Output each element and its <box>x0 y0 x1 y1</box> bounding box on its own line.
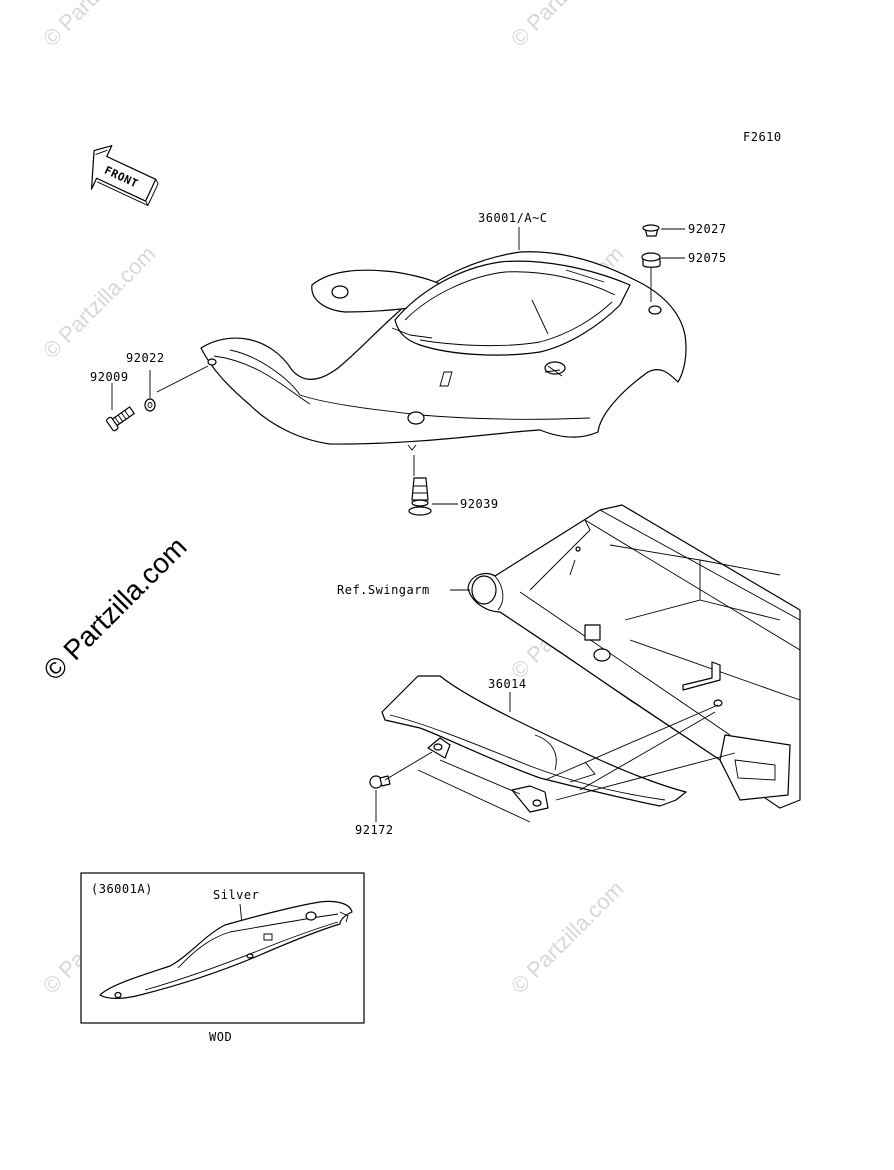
front-arrow-icon: FRONT <box>90 145 159 207</box>
leader-lines <box>111 227 736 823</box>
inset-variant-label: (36001A) <box>91 882 153 896</box>
inset-caption: WOD <box>209 1030 232 1044</box>
screw-92172 <box>369 775 391 789</box>
grommet-92075 <box>641 252 661 268</box>
seat-cowl-36001 <box>200 251 687 451</box>
watermark-large: © Partzilla.com <box>37 531 192 686</box>
inset-side-cover <box>99 900 353 999</box>
figure-code: F2610 <box>743 130 782 144</box>
watermark: © Partzilla.com <box>506 0 629 52</box>
callout-92009: 92009 <box>90 370 129 384</box>
callout-92172: 92172 <box>355 823 394 837</box>
callout-92075: 92075 <box>688 251 727 265</box>
swingarm-reference <box>467 504 801 809</box>
watermark: © Partzilla.com <box>38 0 161 52</box>
clip-92039 <box>408 477 432 516</box>
callout-36014: 36014 <box>488 677 527 691</box>
callout-36001: 36001/A~C <box>478 211 548 225</box>
watermark: © Partzilla.com <box>38 241 161 364</box>
chain-guard-36014 <box>381 675 687 813</box>
bolt-92009 <box>105 406 135 432</box>
watermark: © Partzilla.com <box>506 876 629 999</box>
callout-ref-swingarm: Ref.Swingarm <box>337 583 430 597</box>
inset-color-note: Silver <box>213 888 259 902</box>
collar-92027 <box>642 224 660 237</box>
callout-92022: 92022 <box>126 351 165 365</box>
callout-92039: 92039 <box>460 497 499 511</box>
inset-panel: (36001A) Silver WOD <box>80 872 365 1044</box>
washer-92022 <box>144 398 156 412</box>
watermark-layer: © Partzilla.com © Partzilla.com © Partzi… <box>37 0 628 999</box>
callout-92027: 92027 <box>688 222 727 236</box>
